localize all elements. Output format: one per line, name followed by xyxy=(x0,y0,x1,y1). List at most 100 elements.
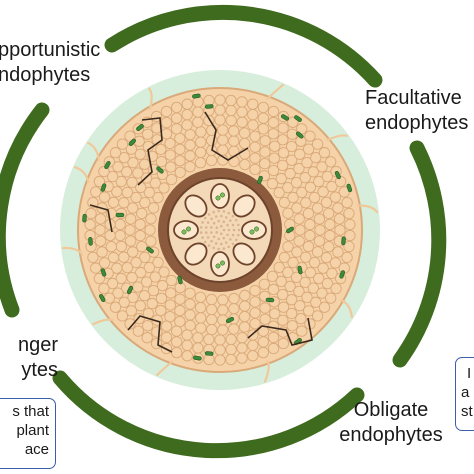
pith-dot xyxy=(229,219,232,222)
cortex-cell xyxy=(104,229,116,242)
pith-dot xyxy=(214,215,218,218)
cortex-cell xyxy=(343,240,355,253)
cortex-cell xyxy=(155,292,168,304)
cortex-cell xyxy=(217,304,229,316)
info-box-right-line3: st xyxy=(461,403,473,420)
pith-dot xyxy=(207,244,211,247)
cortex-cell xyxy=(94,213,107,225)
cortex-cell xyxy=(134,218,146,231)
bacteria-rod xyxy=(297,265,303,275)
cortex-cell xyxy=(225,343,237,356)
xylem-vessels xyxy=(173,183,267,277)
cortex-cell xyxy=(225,333,237,346)
cortex-cell xyxy=(214,354,226,366)
cortex-cell xyxy=(307,166,320,178)
cortex-cell xyxy=(184,161,196,173)
bacteria-rod xyxy=(295,131,304,139)
cortex-cell xyxy=(155,304,167,317)
bacteria-rod xyxy=(128,138,136,146)
cortex-cell xyxy=(344,218,356,231)
pith-dot xyxy=(206,236,210,239)
cortex-cell xyxy=(275,172,287,185)
pith-dot xyxy=(212,221,216,225)
cortex-cell xyxy=(294,224,306,236)
bacteria-rod xyxy=(339,270,346,279)
cortex-cell xyxy=(134,300,146,312)
pith-dot xyxy=(219,214,223,218)
cortex-cell xyxy=(206,313,218,326)
cortex-cell xyxy=(236,332,248,344)
cortex-cell xyxy=(247,119,259,131)
bacteria-rod xyxy=(88,237,93,246)
cortex-cell xyxy=(267,164,280,177)
pith-dot xyxy=(227,245,231,249)
cortex-cell xyxy=(341,196,353,209)
cortex-cell xyxy=(184,319,196,332)
cortex-cell xyxy=(267,128,280,140)
bacteria-rod xyxy=(204,351,214,356)
arc-right xyxy=(392,140,447,368)
label-obligate-line2: endophytes xyxy=(339,424,443,446)
root-hair xyxy=(148,87,153,110)
cortex-cell xyxy=(249,163,261,176)
bacteria-cell xyxy=(220,260,225,266)
arc-top xyxy=(104,4,383,88)
cortex-cell xyxy=(247,98,259,110)
cortex-cell xyxy=(214,344,226,356)
root-hair xyxy=(263,360,270,383)
cortex-cell xyxy=(158,182,170,194)
cortex-cell xyxy=(130,256,142,269)
cortex-cell xyxy=(282,241,294,253)
bacteria-cell xyxy=(254,226,259,232)
cortex-cell xyxy=(249,152,261,164)
cortex-cell xyxy=(174,132,186,145)
cortex-cell xyxy=(194,157,207,169)
cortex-cell xyxy=(316,161,328,173)
info-box-right: I a st xyxy=(455,357,474,431)
cortex-cell xyxy=(114,218,126,231)
cortex-cells xyxy=(84,94,356,366)
cortex-cell xyxy=(311,246,324,258)
cortex-cell xyxy=(164,310,176,323)
bacteria-group xyxy=(82,93,353,361)
cortex-cell xyxy=(214,334,226,346)
cortex-cell xyxy=(324,229,336,242)
pith-dot xyxy=(219,242,223,246)
pith-dot xyxy=(207,213,211,216)
cortex-cell xyxy=(192,116,204,128)
cortex-cell xyxy=(192,342,204,354)
pith-dot xyxy=(224,216,228,219)
cortex-cell xyxy=(127,291,139,303)
cortex-cell xyxy=(249,141,261,153)
cortex-cell xyxy=(228,303,240,315)
cortex-cell xyxy=(203,333,215,346)
cortex-cell xyxy=(313,213,326,225)
cortex-cell xyxy=(156,279,169,292)
cortex-cell xyxy=(300,251,312,263)
cortex-cell xyxy=(118,251,130,263)
cortex-cell xyxy=(118,197,130,209)
cortex-cell xyxy=(273,186,285,199)
cortex-cell xyxy=(112,161,124,173)
cortex-cell xyxy=(238,137,251,150)
pith-dot xyxy=(217,219,221,223)
cortex-cell xyxy=(266,177,279,190)
cortex-cell xyxy=(90,262,102,274)
pith-dot xyxy=(210,231,213,234)
cortex-cell xyxy=(155,143,167,156)
cortex-cell xyxy=(205,293,218,306)
pith-dot xyxy=(217,209,221,213)
cortex-cell xyxy=(286,154,298,166)
pith-dot xyxy=(210,217,213,221)
cortex-cell xyxy=(127,246,139,258)
cortex-cell xyxy=(106,277,119,290)
cortex-cell xyxy=(304,181,317,193)
cortex-cell xyxy=(320,251,333,264)
cortex-cell xyxy=(94,235,107,247)
cortex-cell xyxy=(334,224,346,236)
bacteria-rod xyxy=(204,104,214,109)
xylem-vessel xyxy=(173,220,199,240)
cortex-cell xyxy=(158,266,170,278)
root-hair xyxy=(356,204,379,214)
cortex-cell xyxy=(103,292,115,304)
